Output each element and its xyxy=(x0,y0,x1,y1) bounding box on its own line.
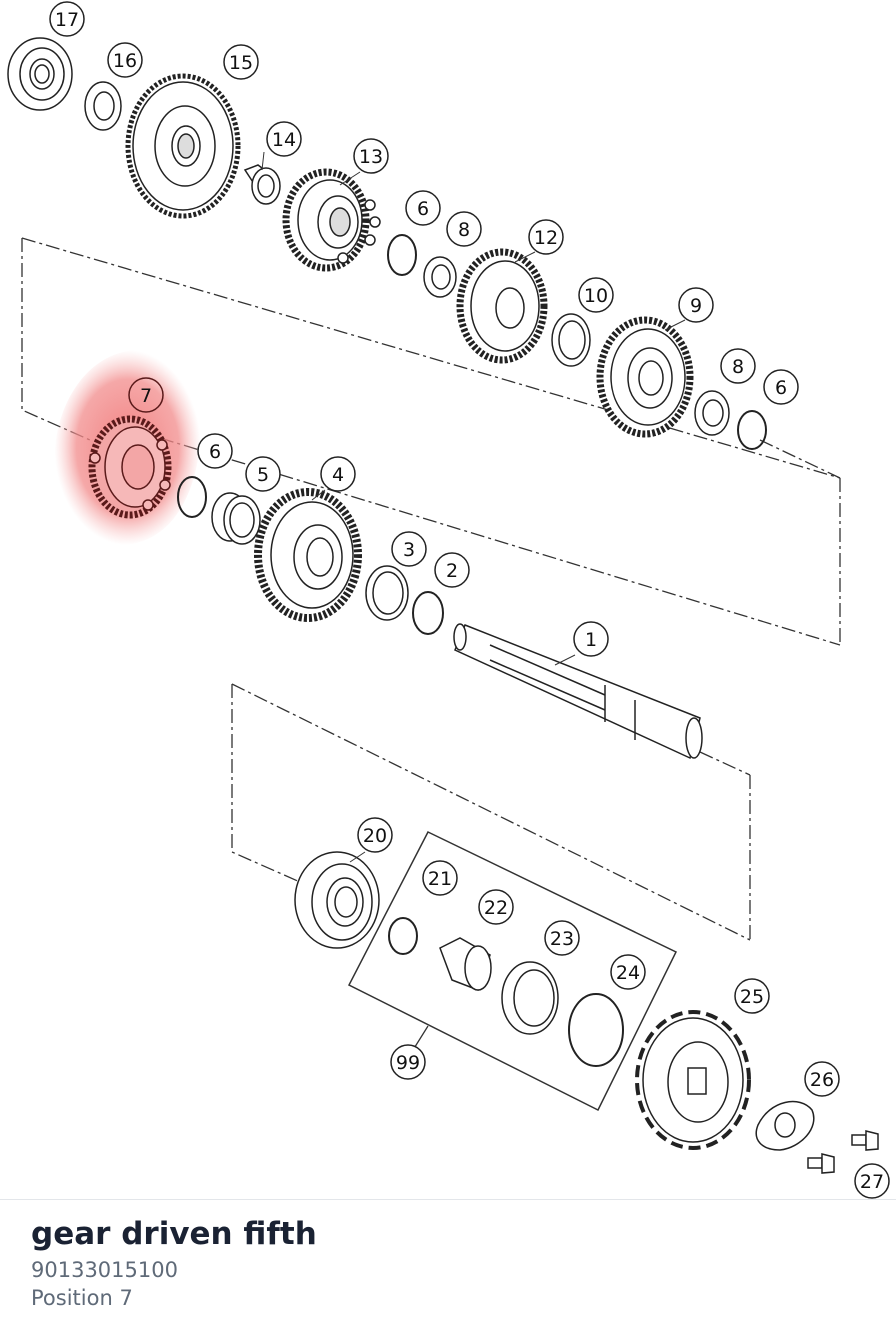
part-8-lockwasher-upper[interactable] xyxy=(423,256,457,298)
part-15-gear[interactable] xyxy=(125,73,241,219)
callout[interactable]: 6 xyxy=(197,433,233,469)
part-16-washer[interactable] xyxy=(84,81,122,131)
svg-text:22: 22 xyxy=(484,897,508,919)
callout[interactable]: 27 xyxy=(854,1163,890,1199)
callout[interactable]: 1 xyxy=(573,621,609,657)
svg-text:6: 6 xyxy=(417,198,429,220)
callout[interactable]: 22 xyxy=(478,889,514,925)
part-20-bearing[interactable] xyxy=(294,851,380,949)
part-9-gear[interactable] xyxy=(596,316,694,438)
callout[interactable]: 23 xyxy=(544,920,580,956)
svg-text:12: 12 xyxy=(534,227,558,249)
part-3-washer[interactable] xyxy=(365,565,409,621)
info-divider xyxy=(0,1199,896,1200)
callout[interactable]: 24 xyxy=(610,954,646,990)
part-27-bolts[interactable] xyxy=(807,1130,879,1174)
part-2-circlip[interactable] xyxy=(412,591,444,635)
svg-text:9: 9 xyxy=(690,295,702,317)
svg-text:20: 20 xyxy=(363,825,387,847)
svg-text:21: 21 xyxy=(428,868,452,890)
callout[interactable]: 6 xyxy=(405,190,441,226)
part-name: gear driven fifth xyxy=(31,1216,317,1252)
callout[interactable]: 13 xyxy=(353,138,389,174)
svg-text:4: 4 xyxy=(332,464,344,486)
svg-text:10: 10 xyxy=(584,285,608,307)
callout[interactable]: 20 xyxy=(357,817,393,853)
exploded-parts-diagram: 17 16 15 14 13 6 8 12 10 9 8 6 7 6 5 4 3… xyxy=(7,1,890,1199)
kit-outline xyxy=(347,831,678,1112)
svg-text:17: 17 xyxy=(55,9,79,31)
callout-labels: 17 16 15 14 13 6 8 12 10 9 8 6 7 6 5 4 3… xyxy=(49,1,890,1199)
svg-text:24: 24 xyxy=(616,962,640,984)
part-26-lock-plate[interactable] xyxy=(755,1100,815,1151)
part-position: Position 7 xyxy=(31,1286,133,1310)
svg-text:8: 8 xyxy=(732,356,744,378)
svg-text:26: 26 xyxy=(810,1069,834,1091)
callout-selected-7[interactable]: 7 xyxy=(128,377,164,413)
svg-text:8: 8 xyxy=(458,219,470,241)
callout[interactable]: 17 xyxy=(49,1,85,37)
part-1-shaft[interactable] xyxy=(453,623,703,760)
svg-text:99: 99 xyxy=(396,1052,420,1074)
part-24-circlip[interactable] xyxy=(568,993,624,1067)
svg-text:25: 25 xyxy=(740,986,764,1008)
assembly-guide-lines xyxy=(21,237,841,941)
callout[interactable]: 6 xyxy=(763,369,799,405)
part-10-washer[interactable] xyxy=(551,313,591,367)
svg-text:13: 13 xyxy=(359,146,383,168)
callout[interactable]: 5 xyxy=(245,456,281,492)
callout[interactable]: 25 xyxy=(734,978,770,1014)
part-6-circlip-left[interactable] xyxy=(177,476,207,518)
svg-text:15: 15 xyxy=(229,52,253,74)
callout[interactable]: 9 xyxy=(678,287,714,323)
part-5-bushing[interactable] xyxy=(211,492,261,545)
part-14-bushing[interactable] xyxy=(243,164,281,205)
part-25-sprocket[interactable] xyxy=(635,1010,751,1150)
svg-text:23: 23 xyxy=(550,928,574,950)
svg-text:14: 14 xyxy=(272,129,296,151)
part-13-gear[interactable] xyxy=(282,168,381,272)
part-7-gear-driven-fifth[interactable] xyxy=(88,415,172,519)
callout[interactable]: 8 xyxy=(720,348,756,384)
svg-text:6: 6 xyxy=(209,441,221,463)
svg-text:5: 5 xyxy=(257,464,269,486)
callout[interactable]: 2 xyxy=(434,552,470,588)
svg-text:2: 2 xyxy=(446,560,458,582)
part-8-lockwasher-lower[interactable] xyxy=(694,390,730,436)
callout-leaders xyxy=(261,151,686,863)
callout[interactable]: 26 xyxy=(804,1061,840,1097)
part-number: 90133015100 xyxy=(31,1258,178,1282)
svg-text:6: 6 xyxy=(775,377,787,399)
callout[interactable]: 4 xyxy=(320,456,356,492)
part-6-circlip-upper[interactable] xyxy=(387,234,417,276)
callout[interactable]: 16 xyxy=(107,42,143,78)
svg-text:7: 7 xyxy=(140,385,152,407)
callout[interactable]: 99 xyxy=(390,1044,426,1080)
svg-text:27: 27 xyxy=(860,1171,884,1193)
callout[interactable]: 8 xyxy=(446,211,482,247)
part-6-circlip-right[interactable] xyxy=(737,410,767,450)
callout[interactable]: 21 xyxy=(422,860,458,896)
part-12-gear[interactable] xyxy=(456,248,548,364)
part-23-shaft-seal[interactable] xyxy=(501,961,559,1035)
part-21-o-ring[interactable] xyxy=(388,917,418,955)
callout[interactable]: 3 xyxy=(391,531,427,567)
svg-text:3: 3 xyxy=(403,539,415,561)
part-4-gear[interactable] xyxy=(254,488,362,622)
callout[interactable]: 12 xyxy=(528,219,564,255)
part-17-bearing[interactable] xyxy=(7,37,73,111)
svg-text:16: 16 xyxy=(113,50,137,72)
svg-text:1: 1 xyxy=(585,629,597,651)
callout[interactable]: 14 xyxy=(266,121,302,157)
part-22-spacer[interactable] xyxy=(439,937,492,991)
callout[interactable]: 15 xyxy=(223,44,259,80)
part-info-panel: gear driven fifth 90133015100 Position 7 xyxy=(31,1212,871,1312)
callout[interactable]: 10 xyxy=(578,277,614,313)
